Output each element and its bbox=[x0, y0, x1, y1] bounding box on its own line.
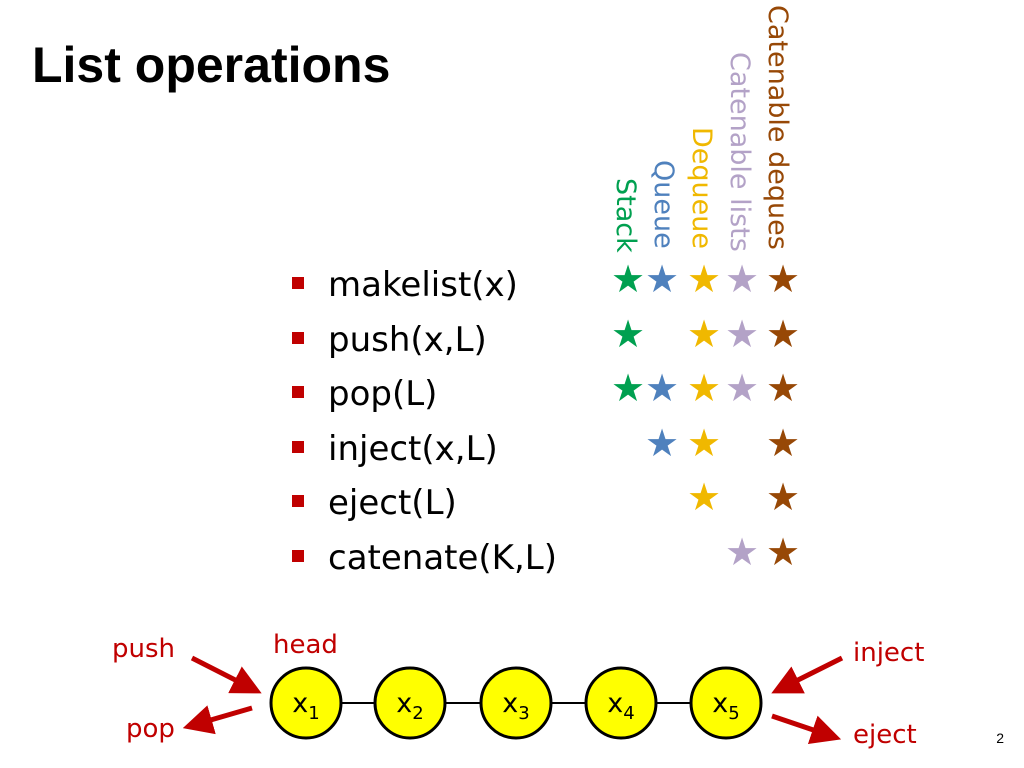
star-icon-catdeque: ★ bbox=[765, 420, 801, 465]
node-label: x2 bbox=[396, 688, 423, 724]
page-number: 2 bbox=[996, 730, 1004, 746]
star-icon-queue: ★ bbox=[644, 366, 680, 410]
operation-label: makelist(x) bbox=[328, 265, 518, 305]
list-item: catenate(K,L) bbox=[292, 538, 557, 593]
column-header-catenable-lists: Catenable lists bbox=[724, 52, 755, 252]
star-icon-queue: ★ bbox=[644, 257, 680, 301]
inject-arrow bbox=[771, 655, 844, 694]
star-icon-catdeque: ★ bbox=[765, 257, 801, 301]
star-icon-catlist: ★ bbox=[724, 529, 760, 574]
star-icon-queue: ★ bbox=[644, 420, 680, 465]
list-node: x4 bbox=[584, 666, 658, 740]
list-item: eject(L) bbox=[292, 483, 557, 538]
inject-label: inject bbox=[853, 638, 925, 668]
bullet-icon bbox=[292, 277, 304, 289]
bullet-icon bbox=[292, 386, 304, 398]
star-icon-catlist: ★ bbox=[724, 257, 760, 301]
star-icon-deque: ★ bbox=[686, 475, 722, 519]
list-item: inject(x,L) bbox=[292, 429, 557, 484]
list-item: makelist(x) bbox=[292, 265, 557, 320]
node-circle bbox=[584, 666, 658, 740]
list-node: x3 bbox=[479, 666, 553, 740]
bullet-icon bbox=[292, 549, 304, 562]
bullet-icon bbox=[292, 440, 304, 453]
pop-label: pop bbox=[126, 714, 175, 744]
list-item: push(x,L) bbox=[292, 320, 557, 375]
list-node: x1 bbox=[269, 666, 343, 740]
bullet-icon bbox=[292, 331, 304, 344]
list-node: x5 bbox=[689, 666, 763, 740]
node-label: x3 bbox=[502, 688, 529, 724]
star-icon-catdeque: ★ bbox=[765, 475, 801, 519]
list-node: x2 bbox=[373, 666, 447, 740]
node-label: x5 bbox=[712, 688, 739, 724]
eject-label: eject bbox=[853, 720, 917, 750]
pop-arrow bbox=[182, 705, 253, 735]
push-label: push bbox=[112, 634, 176, 664]
list-item: pop(L) bbox=[292, 374, 557, 429]
list-nodes: x1 x2 x3 x4 x5 bbox=[269, 666, 763, 740]
bullet-icon bbox=[292, 495, 304, 507]
column-header-queue: Queue bbox=[648, 160, 679, 249]
head-label: head bbox=[273, 630, 338, 660]
star-icon-catlist: ★ bbox=[724, 366, 760, 410]
star-icon-deque: ★ bbox=[686, 420, 722, 465]
operation-label: push(x,L) bbox=[328, 319, 487, 360]
operations-list: makelist(x) push(x,L) pop(L) inject(x,L)… bbox=[292, 265, 557, 592]
star-icon-deque: ★ bbox=[686, 257, 722, 301]
column-header-stack: Stack bbox=[610, 178, 641, 253]
star-icon-stack: ★ bbox=[610, 366, 646, 410]
operation-label: pop(L) bbox=[328, 374, 438, 414]
column-header-catenable-deques: Catenable deques bbox=[762, 5, 793, 250]
star-icon-stack: ★ bbox=[610, 311, 646, 356]
node-circle bbox=[689, 666, 763, 740]
eject-arrow bbox=[771, 713, 842, 744]
star-icon-deque: ★ bbox=[686, 311, 722, 356]
node-label: x1 bbox=[292, 688, 319, 724]
slide-title: List operations bbox=[32, 37, 391, 93]
star-icon-catdeque: ★ bbox=[765, 529, 801, 574]
linked-list-diagram: x1 x2 x3 x4 x5 bbox=[182, 655, 844, 744]
star-icon-deque: ★ bbox=[686, 366, 722, 410]
star-icon-catdeque: ★ bbox=[765, 311, 801, 356]
operation-label: inject(x,L) bbox=[328, 428, 498, 469]
operation-label: catenate(K,L) bbox=[328, 537, 557, 578]
operation-label: eject(L) bbox=[328, 483, 457, 523]
column-header-dequeue: Dequeue bbox=[686, 127, 717, 249]
node-label: x4 bbox=[607, 688, 634, 724]
push-arrow bbox=[190, 655, 262, 694]
star-icon-stack: ★ bbox=[610, 257, 646, 301]
node-circle bbox=[373, 666, 447, 740]
star-icon-catlist: ★ bbox=[724, 311, 760, 356]
node-circle bbox=[269, 666, 343, 740]
star-icon-catdeque: ★ bbox=[765, 366, 801, 410]
node-circle bbox=[479, 666, 553, 740]
